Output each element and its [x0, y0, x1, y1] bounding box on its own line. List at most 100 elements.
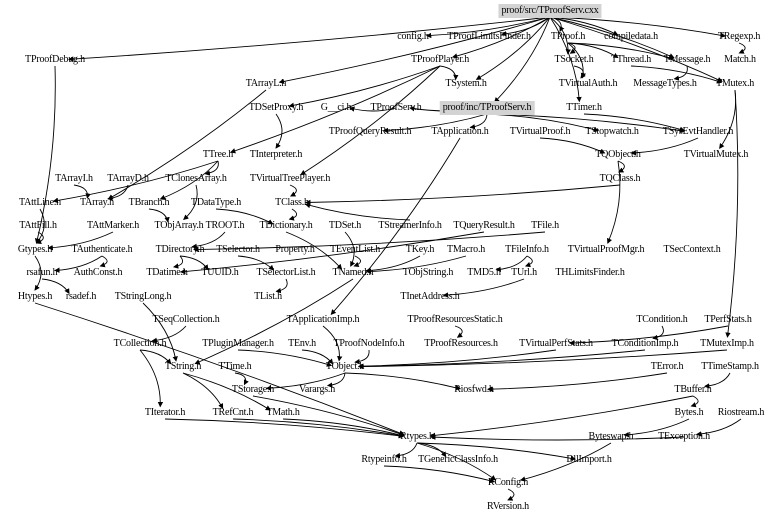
graph-node-tappimp[interactable]: TApplicationImp.h — [286, 314, 360, 325]
graph-node-varargs[interactable]: Varargs.h — [298, 384, 336, 395]
graph-node-tcondimp[interactable]: TConditionImp.h — [611, 338, 679, 349]
graph-node-messagetypes[interactable]: MessageTypes.h — [633, 78, 697, 89]
graph-node-tproofserv[interactable]: TProofServ.h — [370, 102, 422, 113]
graph-node-tapplication[interactable]: TApplication.h — [431, 126, 489, 137]
graph-node-tselectorlist[interactable]: TSelectorList.h — [256, 267, 316, 278]
graph-node-tobject[interactable]: TObject.h — [325, 361, 365, 372]
graph-node-property[interactable]: Property.h — [275, 244, 315, 255]
graph-node-tsysevt[interactable]: TSysEvtHandler.h — [662, 126, 734, 137]
graph-node-titerator[interactable]: TIterator.h — [144, 407, 186, 418]
graph-node-tarrayi[interactable]: TArrayI.h — [55, 173, 93, 184]
graph-node-compiledata[interactable]: compiledata.h — [604, 31, 658, 42]
graph-node-limfind[interactable]: TProofLimitsFinder.h — [447, 31, 531, 42]
graph-node-tarrayl[interactable]: TArrayL.h — [245, 78, 287, 89]
graph-node-tauthenticate[interactable]: TAuthenticate.h — [71, 244, 133, 255]
graph-node-riostream[interactable]: Riostream.h — [717, 407, 765, 418]
graph-node-authconst[interactable]: AuthConst.h — [73, 267, 123, 278]
graph-node-tproof[interactable]: TProof.h — [550, 31, 586, 42]
graph-node-tbuffer[interactable]: TBuffer.h — [674, 384, 712, 395]
graph-node-tsystem[interactable]: TSystem.h — [445, 78, 487, 89]
graph-node-tfile[interactable]: TFile.h — [531, 220, 559, 231]
graph-node-tsocket[interactable]: TSocket.h — [554, 54, 594, 65]
graph-node-tobjstring[interactable]: TObjString.h — [402, 267, 454, 278]
graph-node-tstring[interactable]: TString.h — [164, 361, 202, 372]
graph-node-tcollection[interactable]: TCollection.h — [113, 338, 167, 349]
graph-node-tarrayd[interactable]: TArrayD.h — [107, 173, 149, 184]
graph-node-ttree[interactable]: TTree.h — [202, 149, 234, 160]
graph-node-tmessage[interactable]: TMessage.h — [663, 54, 711, 65]
graph-node-tthread[interactable]: TThread.h — [610, 54, 652, 65]
graph-node-rtypeinfo[interactable]: Rtypeinfo.h — [361, 454, 407, 465]
graph-node-riosfwd[interactable]: Riosfwd.h — [454, 384, 494, 395]
graph-node-tdatime[interactable]: TDatime.h — [146, 267, 188, 278]
graph-node-tgenclassinfo[interactable]: TGenericClassInfo.h — [418, 454, 498, 465]
graph-node-trefcnt[interactable]: TRefCnt.h — [212, 407, 254, 418]
graph-node-tseccontext[interactable]: TSecContext.h — [663, 244, 721, 255]
graph-node-tvtreeplayer[interactable]: TVirtualTreePlayer.h — [249, 173, 331, 184]
graph-node-rversion[interactable]: RVersion.h — [487, 501, 529, 512]
graph-node-tobjarray[interactable]: TObjArray.h — [154, 220, 204, 231]
graph-node-dllimport[interactable]: DllImport.h — [566, 454, 612, 465]
graph-node-tregexp[interactable]: TRegexp.h — [717, 31, 761, 42]
graph-node-byteswap[interactable]: Byteswap.h — [588, 431, 634, 442]
graph-node-thlimfind[interactable]: THLimitsFinder.h — [555, 267, 625, 278]
graph-node-tattfill[interactable]: TAttFill.h — [19, 220, 57, 231]
graph-node-tenv[interactable]: TEnv.h — [288, 338, 316, 349]
graph-node-tattline[interactable]: TAttLine.h — [19, 197, 61, 208]
graph-node-tcondition[interactable]: TCondition.h — [636, 314, 688, 325]
graph-node-rconfig[interactable]: RConfig.h — [487, 477, 529, 488]
graph-node-ttime[interactable]: TTime.h — [218, 361, 252, 372]
graph-node-rsadef[interactable]: rsadef.h — [65, 291, 97, 302]
graph-node-tstreamerinfo[interactable]: TStreamerInfo.h — [378, 220, 442, 231]
graph-node-tstringlong[interactable]: TStringLong.h — [114, 291, 172, 302]
graph-node-tbranch[interactable]: TBranch.h — [128, 197, 170, 208]
graph-node-tvirtualmutex[interactable]: TVirtualMutex.h — [683, 149, 749, 160]
graph-node-tnamed[interactable]: TNamed.h — [332, 267, 374, 278]
graph-node-tmd5[interactable]: TMD5.h — [467, 267, 501, 278]
graph-node-tperfstats[interactable]: TPerfStats.h — [704, 314, 752, 325]
graph-node-tlist[interactable]: TList.h — [254, 291, 282, 302]
graph-node-tattmarker[interactable]: TAttMarker.h — [86, 220, 140, 231]
graph-node-gtypes[interactable]: Gtypes.h — [17, 244, 53, 255]
graph-node-tselector[interactable]: TSelector.h — [216, 244, 260, 255]
graph-node-tarray[interactable]: TArray.h — [80, 197, 114, 208]
graph-node-tproofqr[interactable]: TProofQueryResult.h — [328, 126, 412, 137]
graph-node-tvproofmgr[interactable]: TVirtualProofMgr.h — [567, 244, 645, 255]
graph-node-troot[interactable]: TROOT.h — [205, 220, 245, 231]
graph-node-tuuid[interactable]: TUUID.h — [201, 267, 239, 278]
graph-node-tseqcoll[interactable]: TSeqCollection.h — [152, 314, 220, 325]
graph-node-root[interactable]: proof/src/TProofServ.cxx — [498, 4, 602, 18]
graph-node-tclonesarray[interactable]: TClonesArray.h — [165, 173, 227, 184]
graph-node-ttimestamp[interactable]: TTimeStamp.h — [701, 361, 759, 372]
graph-node-texception[interactable]: TException.h — [658, 431, 710, 442]
graph-node-tinetaddress[interactable]: TInetAddress.h — [400, 291, 460, 302]
graph-node-tdsetproxy[interactable]: TDSetProxy.h — [248, 102, 304, 113]
graph-node-tvperfstats[interactable]: TVirtualPerfStats.h — [519, 338, 593, 349]
graph-node-tclass[interactable]: TClass.h — [275, 197, 309, 208]
graph-node-tmath[interactable]: TMath.h — [266, 407, 300, 418]
graph-node-tdset[interactable]: TDSet.h — [328, 220, 362, 231]
graph-node-tmuteximp[interactable]: TMutexImp.h — [700, 338, 754, 349]
graph-node-rtypes[interactable]: Rtypes.h — [400, 431, 434, 442]
graph-node-tfileinfo[interactable]: TFileInfo.h — [505, 244, 549, 255]
graph-node-tdirectory[interactable]: TDirectory.h — [155, 244, 205, 255]
graph-node-match[interactable]: Match.h — [724, 54, 756, 65]
graph-node-tmutex[interactable]: TMutex.h — [715, 78, 755, 89]
graph-node-terror[interactable]: TError.h — [650, 361, 684, 372]
graph-node-tqclass[interactable]: TQClass.h — [599, 173, 641, 184]
graph-node-tprsstatic[interactable]: TProofResourcesStatic.h — [407, 314, 503, 325]
graph-node-tproofplayer[interactable]: TProofPlayer.h — [410, 54, 470, 65]
graph-node-rsafun[interactable]: rsafun.h — [26, 267, 58, 278]
graph-node-incproofserv[interactable]: proof/inc/TProofServ.h — [439, 101, 535, 115]
graph-node-tmacro[interactable]: TMacro.h — [446, 244, 486, 255]
graph-node-config[interactable]: config.h — [397, 31, 429, 42]
graph-node-tdictionary[interactable]: TDictionary.h — [259, 220, 313, 231]
graph-node-turl[interactable]: TUrl.h — [511, 267, 537, 278]
graph-node-teventlist[interactable]: TEventList.h — [329, 244, 381, 255]
graph-node-tstorage[interactable]: TStorage.h — [231, 384, 275, 395]
graph-node-tqueryresult[interactable]: TQueryResult.h — [453, 220, 515, 231]
graph-node-tvirtualproof[interactable]: TVirtualProof.h — [509, 126, 571, 137]
graph-node-tdatatype[interactable]: TDataType.h — [190, 197, 242, 208]
graph-node-tstopwatch[interactable]: TStopwatch.h — [585, 126, 639, 137]
graph-node-tpluginmgr[interactable]: TPluginManager.h — [202, 338, 274, 349]
